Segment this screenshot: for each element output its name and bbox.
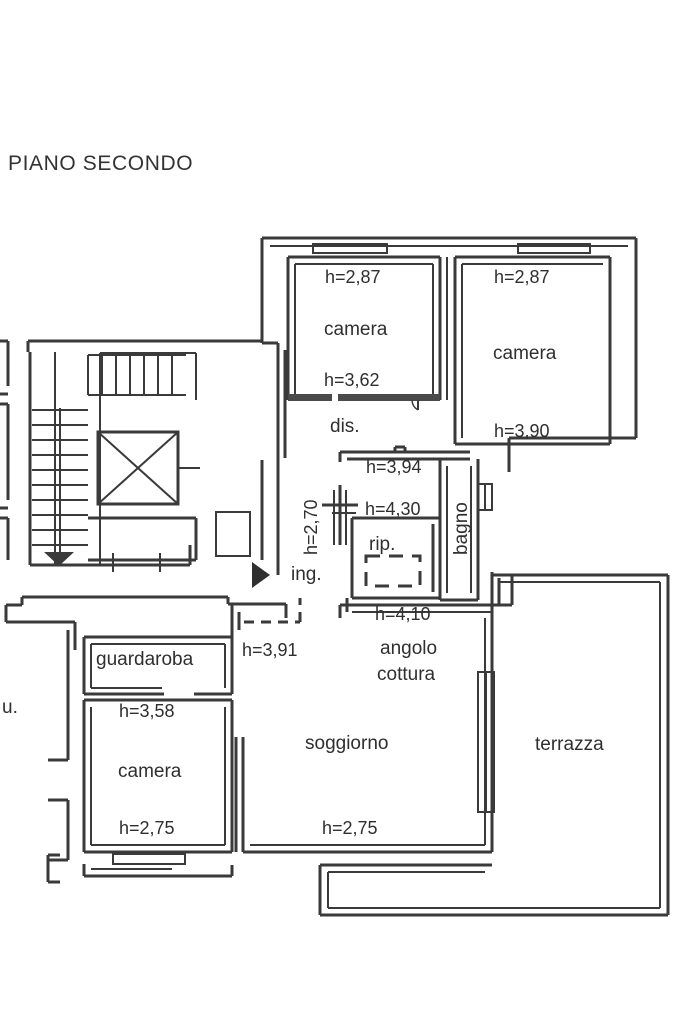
room-outline-bagno (438, 459, 480, 602)
elevator-shaft-cross (97, 431, 179, 505)
label-camera-2: camera (493, 343, 557, 364)
label-height-410: h=4,10 (375, 604, 431, 624)
label-cottura: cottura (377, 664, 436, 685)
left-edge-walls (0, 339, 10, 560)
label-camera-2-height-lower: h=3,90 (494, 421, 550, 441)
rip-dashed-outline (364, 554, 422, 588)
label-ingresso: ing. (291, 564, 322, 585)
label-height-358: h=3,58 (119, 701, 175, 721)
stair-treads-lower (32, 408, 88, 560)
label-camera-1: camera (324, 319, 388, 340)
stair-treads-upper (87, 354, 186, 396)
room-outline-camera-3 (82, 698, 234, 854)
label-soggiorno-height: h=2,75 (322, 818, 378, 838)
room-outline-camera-1-inner (294, 263, 434, 394)
wall-cross-marker-thin (332, 490, 356, 545)
label-height-391: h=3,91 (242, 640, 298, 660)
label-camera-3: camera (118, 761, 182, 782)
label-terrazza: terrazza (535, 734, 604, 755)
wall-h391-dashed (244, 598, 302, 624)
label-disimpegno: dis. (330, 416, 360, 437)
window-opening (112, 853, 186, 865)
label-bagno: bagno (451, 502, 472, 555)
label-uscita: u. (2, 697, 18, 718)
label-height-394: h=3,94 (366, 457, 422, 477)
wall-h391 (230, 604, 241, 637)
wall-h410 (338, 598, 492, 618)
wall-h394 (338, 445, 470, 462)
stairwell-inner (54, 352, 197, 565)
stair-landing (88, 516, 198, 562)
window-opening (312, 243, 591, 254)
stairwell-outline (26, 339, 262, 567)
page-title: PIANO SECONDO (8, 152, 194, 175)
terrazza-door (477, 671, 495, 813)
entrance-marker-icon (252, 562, 270, 588)
door-swing (411, 399, 419, 411)
room-outline-guardaroba (82, 635, 234, 696)
bottom-left-fragments (46, 853, 234, 884)
label-camera-3-height: h=2,75 (119, 818, 175, 838)
label-camera-2-height-upper: h=2,87 (494, 267, 550, 287)
label-angolo: angolo (380, 638, 438, 659)
wall-cross-marker (322, 485, 358, 545)
wall-connector (492, 575, 514, 607)
room-outline-camera-3-inner (90, 707, 226, 846)
room-outline-camera-1 (286, 255, 442, 400)
door-threshold (288, 394, 440, 401)
label-camera-1-height-upper: h=2,87 (325, 267, 381, 287)
label-soggiorno: soggiorno (305, 733, 389, 754)
stair-direction-arrow-icon (44, 552, 74, 566)
partition-camera3-soggiorno (234, 737, 245, 852)
label-guardaroba: guardaroba (96, 649, 194, 670)
room-outline-bagno-inner (446, 466, 472, 593)
room-outline-camera-2-inner (461, 263, 603, 438)
small-shaft-room (215, 511, 251, 557)
room-outline-rip (350, 516, 440, 600)
label-height-430: h=4,30 (365, 499, 421, 519)
label-camera-1-height-lower: h=3,62 (324, 370, 380, 390)
room-outline-terrazza (318, 573, 670, 917)
bagno-door (477, 483, 493, 511)
label-ripostiglio: rip. (369, 534, 396, 555)
room-outline-camera-2 (453, 255, 612, 446)
corridor-walls (260, 343, 287, 575)
outer-walls-lower (4, 595, 286, 862)
room-outline-guardaroba-inner (90, 643, 226, 689)
room-outline-terrazza-inner (327, 581, 661, 909)
stair-landing-ticks (112, 553, 161, 572)
label-height-270: h=2,70 (301, 499, 321, 555)
outer-walls-upper (260, 236, 638, 472)
